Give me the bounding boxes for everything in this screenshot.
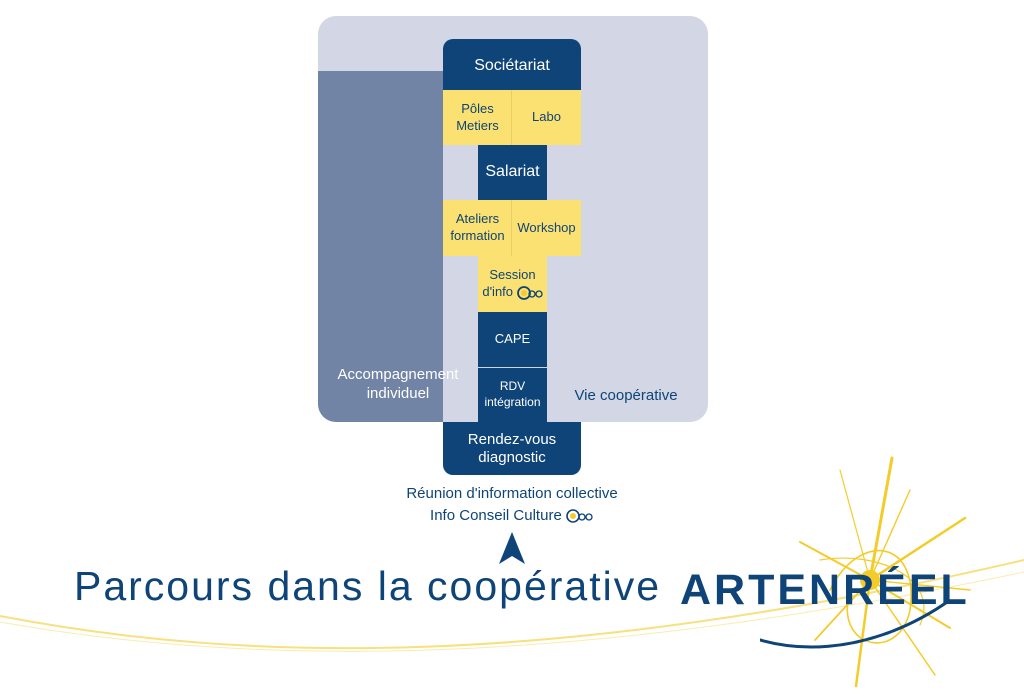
poles-metiers-label: Pôles Metiers bbox=[456, 100, 499, 133]
ateliers-formation-block: Ateliers formation bbox=[443, 200, 512, 256]
info-conseil-culture-text: Info Conseil Culture bbox=[430, 507, 562, 524]
cape-rdv-divider bbox=[478, 367, 547, 368]
accompagnement-panel bbox=[318, 71, 443, 422]
ico-logo-icon bbox=[516, 285, 543, 300]
dinfo-label: d'info bbox=[482, 284, 514, 299]
salariat-block: Salariat bbox=[478, 145, 547, 200]
session-info-block: Session d'info bbox=[478, 256, 547, 312]
page-title: Parcours dans la coopérative bbox=[74, 563, 662, 609]
reunion-info-collective-text: Réunion d'information collective bbox=[406, 485, 618, 502]
arrow-up-icon bbox=[499, 532, 525, 564]
accompagnement-individuel-label: Accompagnement individuel bbox=[337, 366, 459, 402]
labo-block: Labo bbox=[512, 90, 581, 145]
rdv-integration-block: RDV intégration bbox=[478, 368, 547, 422]
rendezvous-diagnostic-label: Rendez-vous diagnostic bbox=[467, 431, 557, 466]
rendezvous-diagnostic-block: Rendez-vous diagnostic bbox=[443, 422, 581, 475]
ateliers-formation-label: Ateliers formation bbox=[450, 211, 505, 243]
labo-label: Labo bbox=[532, 109, 561, 125]
rdv-integration-label: RDV intégration bbox=[484, 379, 541, 409]
row2-divider bbox=[511, 200, 512, 256]
workshop-block: Workshop bbox=[512, 200, 581, 256]
salariat-label: Salariat bbox=[485, 163, 540, 181]
session-label: Session bbox=[489, 267, 536, 283]
artenreel-logo: ARTENRÉEL bbox=[680, 566, 970, 614]
ico-logo-icon bbox=[566, 509, 593, 523]
cape-block: CAPE bbox=[478, 312, 547, 367]
societariat-label: Sociétariat bbox=[474, 57, 550, 75]
poles-metiers-block: Pôles Metiers bbox=[443, 90, 512, 145]
row1-divider bbox=[511, 90, 512, 145]
workshop-label: Workshop bbox=[517, 219, 576, 235]
cape-label: CAPE bbox=[494, 331, 531, 347]
entry-caption: Réunion d'information collective Info Co… bbox=[352, 483, 672, 527]
societariat-block: Sociétariat bbox=[443, 39, 581, 90]
spark-logo-graphic bbox=[760, 456, 971, 688]
vie-cooperative-label: Vie coopérative bbox=[574, 386, 678, 404]
